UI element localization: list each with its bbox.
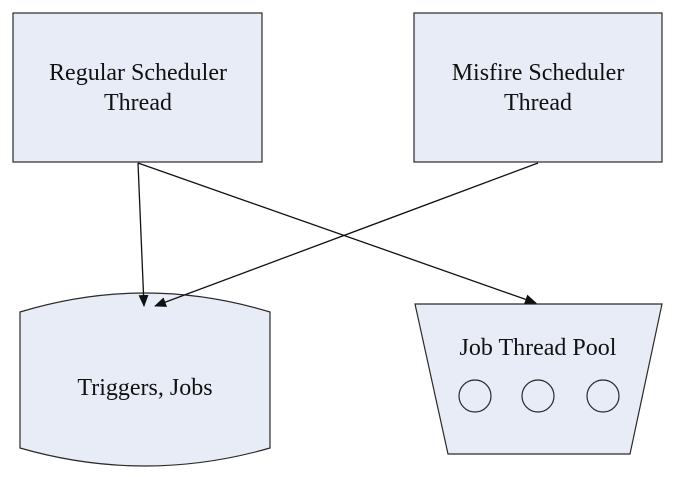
regular-scheduler-label-line2: Thread	[104, 90, 172, 116]
thread-circle-1	[458, 379, 492, 413]
thread-circle-3	[586, 379, 620, 413]
edge-regular-to-thread-pool	[137, 162, 537, 305]
misfire-scheduler-label-line2: Thread	[504, 90, 572, 116]
regular-scheduler-box	[12, 12, 263, 163]
edge-regular-to-triggers	[137, 162, 149, 307]
regular-scheduler-node: Regular Scheduler Thread	[12, 12, 263, 163]
misfire-scheduler-box	[413, 12, 663, 163]
triggers-jobs-store-node: Triggers, Jobs	[19, 292, 271, 467]
job-thread-pool-node: Job Thread Pool	[414, 303, 663, 455]
job-thread-pool-shape	[414, 303, 663, 455]
thread-circle-2	[521, 379, 555, 413]
misfire-scheduler-label-line1: Misfire Scheduler	[452, 60, 625, 86]
job-thread-pool-label: Job Thread Pool	[460, 335, 617, 361]
triggers-jobs-store-label: Triggers, Jobs	[77, 375, 212, 401]
misfire-scheduler-node: Misfire Scheduler Thread	[413, 12, 663, 163]
edge-misfire-to-triggers	[154, 162, 539, 307]
regular-scheduler-label-line1: Regular Scheduler	[49, 60, 227, 86]
triggers-jobs-store-shape	[19, 292, 271, 467]
